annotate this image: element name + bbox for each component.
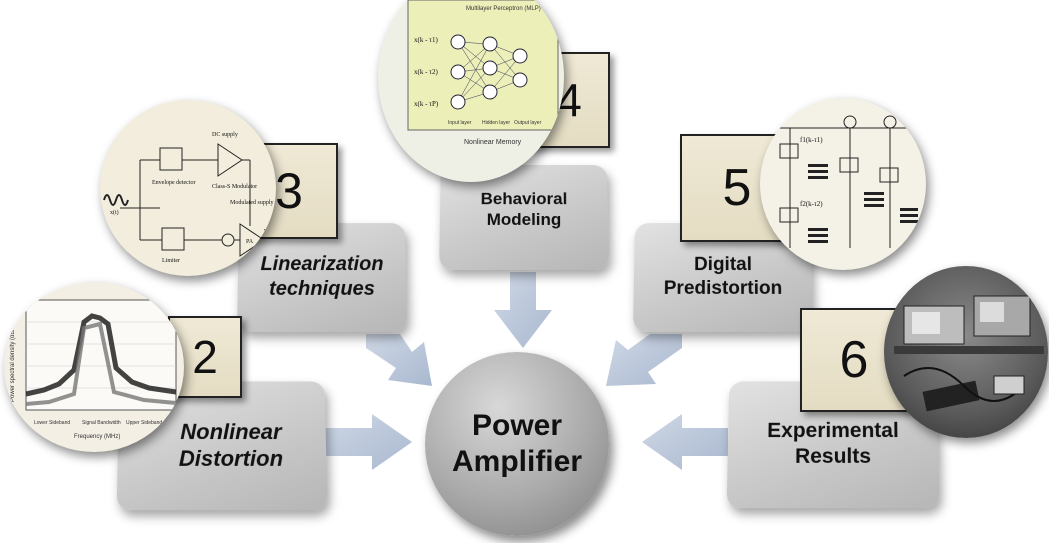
lin-label-xt: x(t)	[110, 209, 119, 216]
center-line2: Amplifier	[451, 445, 583, 478]
nn-layer-output: Output layer	[514, 120, 542, 126]
number-2: 2	[192, 331, 218, 383]
dpd-label-2: f2(k-τ2)	[800, 200, 823, 208]
card-behavioral-line1: Behavioral	[480, 189, 568, 209]
lin-label-pa: PA	[246, 239, 254, 245]
spectrum-plot: Power spectral density (dB/Hz) Lower Sid…	[10, 299, 177, 440]
spectrum-xlabel: Frequency (MHz)	[74, 434, 120, 440]
card-linearization: Linearization techniques	[237, 223, 407, 333]
center-line1: Power	[471, 409, 563, 442]
nn-input-1: x(k - τ1)	[414, 36, 438, 44]
card-nonlinear-line2: Distortion	[178, 445, 284, 471]
number-5: 5	[722, 159, 752, 217]
thumbnail-linearization: DC supply Envelope detector Class-S Modu…	[100, 100, 276, 276]
card-experimental-line1: Experimental	[767, 419, 899, 442]
dpd-diagram: f1(k-τ1) f2(k-τ2)	[770, 115, 920, 248]
arrow-nonlinear	[322, 414, 412, 470]
lab-photo	[894, 295, 1044, 412]
lin-label-limiter: Limiter	[162, 258, 180, 264]
spectrum-band-upper: Upper Sideband	[126, 420, 162, 426]
card-behavioral-line2: Modeling	[486, 210, 562, 230]
lin-label-modulator: Class-S Modulator	[212, 184, 257, 190]
number-6: 6	[839, 331, 869, 389]
nn-caption: Nonlinear Memory	[464, 139, 522, 146]
arrow-experimental	[642, 414, 728, 470]
thumbnail-neural-network: Multilayer Perceptron (MLP) x(k - τ1) x(…	[378, 0, 564, 182]
lin-label-dc: DC supply	[212, 132, 238, 138]
card-nonlinear-line1: Nonlinear	[180, 418, 282, 444]
card-dpd-line1: Digital	[693, 254, 753, 276]
arrow-behavioral	[494, 272, 552, 348]
nn-layer-input: Input layer	[448, 120, 472, 126]
arrow-dpd	[606, 334, 682, 386]
nn-layer-hidden: Hidden layer	[482, 120, 510, 126]
linearization-diagram: DC supply Envelope detector Class-S Modu…	[103, 132, 274, 264]
power-amplifier-circle: Power Amplifier	[425, 352, 609, 536]
nn-input-3: x(k - τP)	[414, 100, 439, 108]
thumbnail-lab-photo	[884, 266, 1048, 438]
nn-diagram: Multilayer Perceptron (MLP) x(k - τ1) x(…	[407, 0, 559, 146]
thumbnail-dpd: f1(k-τ1) f2(k-τ2)	[760, 98, 926, 270]
card-linearization-line2: techniques	[268, 277, 376, 300]
number-3: 3	[275, 163, 303, 219]
thumbnail-spectrum: Power spectral density (dB/Hz) Lower Sid…	[4, 282, 184, 452]
card-dpd-line2: Predistortion	[663, 277, 783, 299]
card-linearization-line1: Linearization	[260, 253, 384, 276]
spectrum-band-signal: Signal Bandwidth	[82, 420, 121, 426]
number-box-2: 2	[168, 316, 242, 398]
spectrum-band-lower: Lower Sideband	[34, 420, 70, 426]
nn-title: Multilayer Perceptron (MLP)	[466, 6, 541, 12]
arrow-linearization	[366, 334, 432, 386]
lin-label-envelope: Envelope detector	[152, 180, 195, 186]
spectrum-ylabel: Power spectral density (dB/Hz)	[10, 320, 16, 402]
card-experimental-line2: Results	[794, 444, 872, 468]
dpd-label-1: f1(k-τ1)	[800, 136, 823, 144]
lin-label-modsupply: Modulated supply	[230, 200, 274, 206]
nn-input-2: x(k - τ2)	[414, 68, 438, 76]
